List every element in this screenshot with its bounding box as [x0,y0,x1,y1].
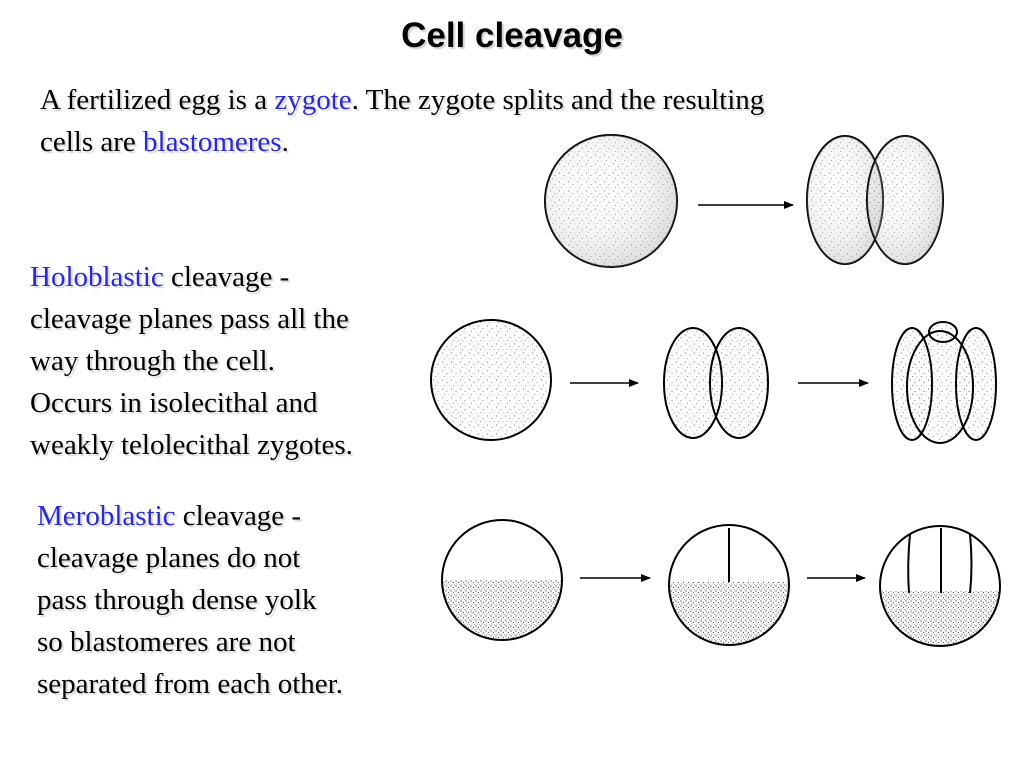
holoblastic-paragraph: Holoblastic cleavage - cleavage planes p… [30,256,430,466]
holoblastic-four-cell [891,321,997,444]
meroblastic-line-1: cleavage - [175,500,302,532]
holoblastic-two-cell [663,327,769,439]
holoblastic-line-4: Occurs in isolecithal and [30,387,318,419]
intro-text-3: cells are [40,126,144,158]
holoblastic-line-2: cleavage planes pass all the [30,303,349,335]
meroblastic-second-cleavage [879,525,1001,647]
intro-text-4: . [281,126,289,158]
term-zygote: zygote [274,84,352,116]
holoblastic-line-3: way through the cell. [30,345,275,377]
intro-text-2: . The zygote splits and the resulting [351,84,765,116]
slide-title: Cell cleavage [401,16,623,55]
meroblastic-line-2: cleavage planes do not [37,542,301,574]
row1-two-cell-embryo [806,135,944,265]
term-holoblastic: Holoblastic [30,261,164,293]
meroblastic-paragraph: Meroblastic cleavage - cleavage planes d… [37,495,437,705]
meroblastic-line-3: pass through dense yolk [37,584,317,616]
meroblastic-zygote [441,519,563,641]
term-blastomeres: blastomeres [143,126,282,158]
meroblastic-line-4: so blastomeres are not [37,626,296,658]
row1-zygote [544,134,678,268]
meroblastic-line-5: separated from each other. [37,668,343,700]
holoblastic-line-1: cleavage - [163,261,290,293]
meroblastic-first-cleavage [668,524,790,646]
holoblastic-line-5: weakly telolecithal zygotes. [30,429,353,461]
intro-paragraph: A fertilized egg is a zygote. The zygote… [40,79,940,163]
holoblastic-zygote [430,319,552,441]
term-meroblastic: Meroblastic [37,500,176,532]
intro-text-1: A fertilized egg is a [40,84,275,116]
